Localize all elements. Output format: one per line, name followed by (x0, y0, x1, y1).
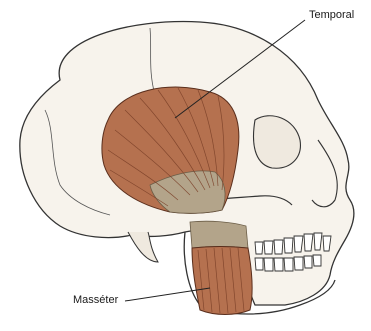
masseter-muscle (190, 221, 252, 314)
masseter-label: Masséter (73, 294, 118, 306)
temporal-label: Temporal (309, 9, 354, 21)
masseter-tendon (190, 221, 248, 248)
